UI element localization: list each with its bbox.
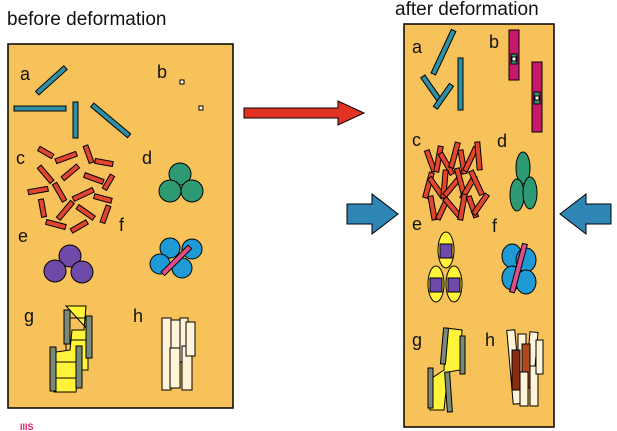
before-label-d: d [142, 148, 152, 168]
after-label-c: c [412, 130, 421, 150]
after-label-b: b [489, 32, 499, 52]
after-label-e: e [412, 214, 422, 234]
compression-arrow-left [346, 192, 399, 236]
before-grains-f [149, 237, 203, 279]
before-label-c: c [16, 148, 25, 168]
corner-mark: IIIS [20, 422, 34, 431]
before-label-a: a [20, 64, 31, 84]
after-panel: a b c d e f g h [403, 23, 555, 428]
before-grains-e [43, 244, 94, 284]
before-rods-a [13, 65, 132, 139]
after-label-f: f [492, 216, 498, 236]
after-grains-b [508, 29, 543, 133]
before-label-e: e [18, 226, 28, 246]
after-label-h: h [485, 330, 495, 350]
after-label-g: g [412, 330, 422, 350]
transform-arrow [243, 100, 366, 126]
compression-arrow-right [559, 192, 612, 236]
before-grains-b [179, 79, 204, 111]
title-after: after deformation [395, 0, 539, 20]
after-rods-a [420, 28, 464, 111]
before-label-h: h [133, 306, 143, 326]
after-grains-d [509, 151, 538, 212]
title-before: before deformation [7, 9, 167, 30]
before-grains-g [49, 305, 93, 393]
after-label-d: d [497, 131, 507, 151]
before-panel: a b c d e f g h [7, 43, 234, 409]
after-grains-g [427, 327, 466, 413]
after-label-a: a [412, 37, 423, 57]
before-laths-c [27, 144, 116, 234]
before-label-b: b [157, 62, 167, 82]
before-grains-h [161, 317, 196, 391]
after-grains-f [501, 242, 537, 295]
before-label-f: f [119, 215, 125, 235]
after-grains-h [506, 329, 544, 407]
after-laths-c [422, 141, 491, 221]
after-grains-e [427, 231, 463, 303]
before-label-g: g [24, 306, 34, 326]
before-grains-d [158, 162, 204, 203]
